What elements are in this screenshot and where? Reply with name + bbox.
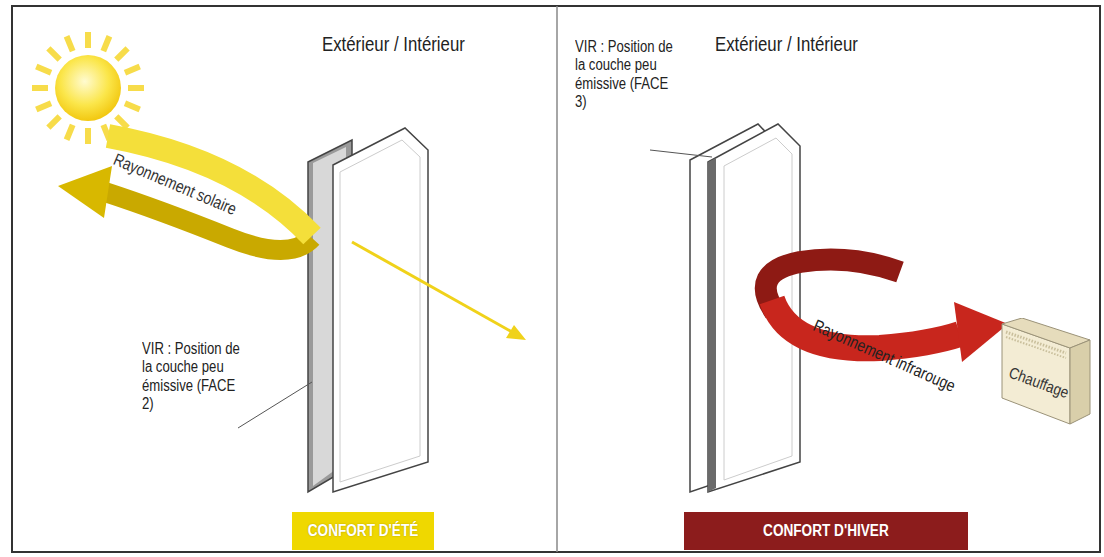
sun-ray: [36, 67, 51, 73]
sun-ray: [32, 85, 48, 91]
leader-line: [238, 382, 312, 428]
transmitted-ray: [352, 242, 512, 332]
leader-line: [650, 150, 712, 157]
side-heading: Extérieur / Intérieur: [715, 32, 907, 56]
band-label: CONFORT D'ÉTÉ: [308, 522, 419, 540]
divider: [556, 6, 558, 552]
low-e-coating: [708, 158, 716, 492]
frame: [12, 6, 1100, 552]
sun-ray: [67, 125, 73, 140]
sun-ray: [36, 103, 51, 109]
infrared-arrowhead: [954, 302, 1008, 362]
radiator: Chauffage: [1000, 318, 1092, 426]
sun-ray: [125, 103, 140, 109]
glass-reflection: [340, 140, 420, 482]
sun-ray: [48, 116, 59, 127]
sun-rays: [32, 32, 144, 144]
season-band: CONFORT D'HIVER: [684, 512, 968, 550]
sun-ray: [116, 48, 127, 59]
coating-label: VIR : Position de la couche peu émissive…: [575, 38, 683, 112]
sun-ray: [103, 36, 109, 51]
sun-ray: [67, 36, 73, 51]
solar-arrowhead: [58, 166, 112, 218]
solar-arrow-band: [108, 136, 312, 236]
sun-ray: [125, 67, 140, 73]
sun-ray: [48, 48, 59, 59]
sun-ray: [128, 85, 144, 91]
side-heading: Extérieur / Intérieur: [322, 32, 514, 56]
sun: [55, 55, 121, 121]
glass-pane-inner: [333, 128, 428, 492]
sun-ray: [85, 128, 91, 144]
coating-label: VIR : Position de la couche peu émissive…: [142, 340, 250, 414]
sun-ray: [85, 32, 91, 48]
band-label: CONFORT D'HIVER: [763, 522, 889, 540]
transmitted-ray-head: [506, 325, 526, 340]
season-band: CONFORT D'ÉTÉ: [292, 512, 434, 550]
